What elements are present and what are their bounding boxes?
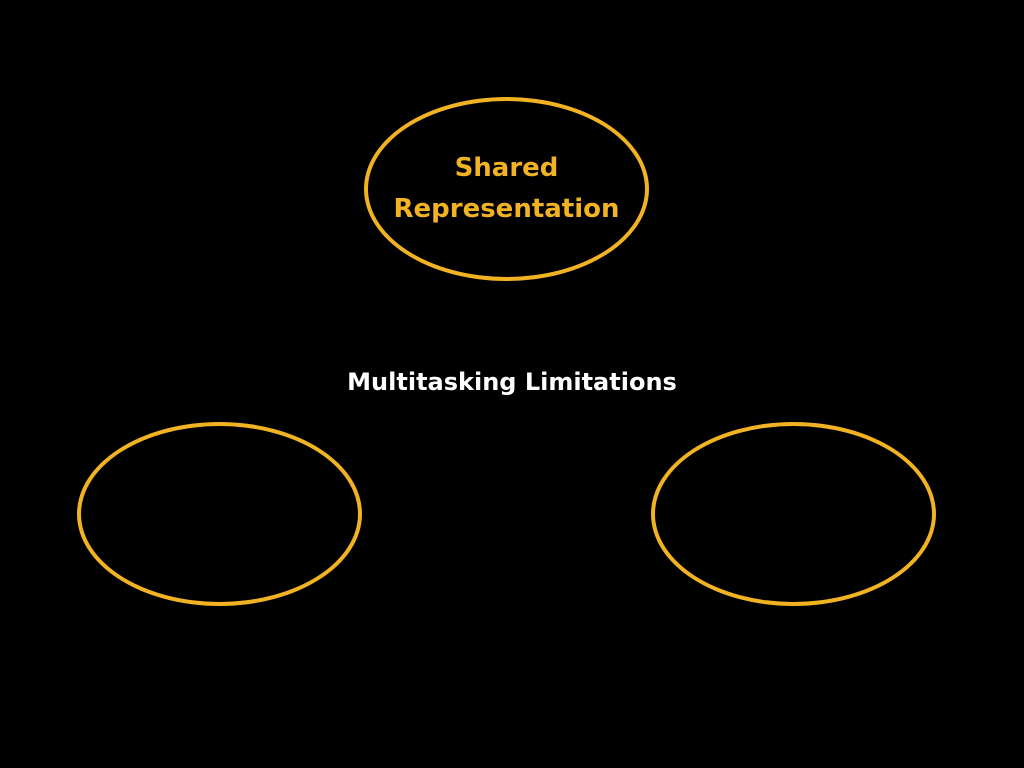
node-label-line-2: Representation [393,194,620,224]
center-title: Multitasking Limitations [347,368,677,396]
node-label-line-1: Shared [454,153,559,183]
left-empty-node [77,422,362,606]
right-empty-node [651,422,936,606]
